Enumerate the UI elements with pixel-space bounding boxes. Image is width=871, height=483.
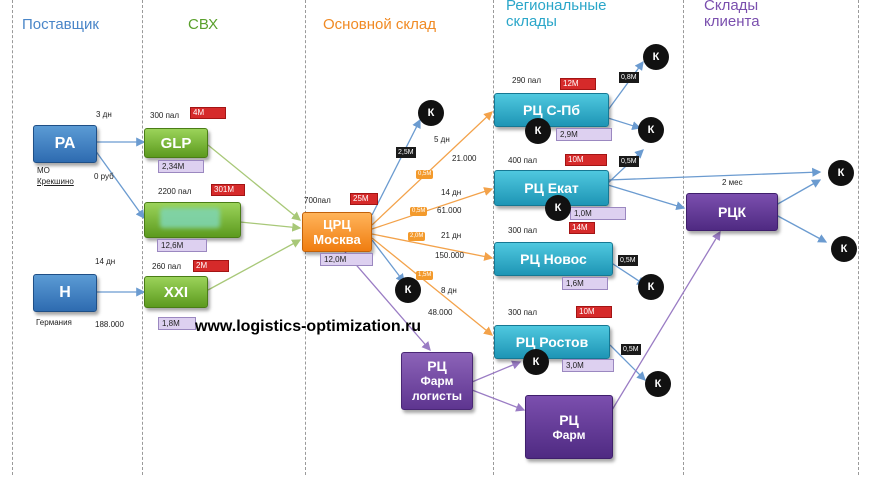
glp-node: GLP	[144, 128, 208, 158]
ra-cost-label: 0 руб	[94, 172, 114, 181]
header-client-warehouses: Склады клиента	[704, 0, 760, 30]
crc-name-line: ЦРЦ	[323, 217, 351, 232]
route-cost-badge: 0,5М	[416, 170, 434, 179]
ekat-pallets-label: 400 пал	[508, 156, 538, 165]
column-divider	[12, 0, 13, 475]
crc-cost-badge: 25М	[350, 193, 378, 205]
client-k-icon: К	[828, 160, 854, 186]
farm-logistics-line: Фарм	[420, 373, 454, 388]
header-regional-warehouses: Региональные склады	[506, 0, 607, 30]
rostov-outflow-badge: 0,5М	[621, 344, 641, 355]
header-main-warehouse: Основной склад	[323, 16, 437, 33]
crc-moscow-node: ЦРЦ Москва	[302, 212, 372, 252]
ra-days-label: 3 дн	[96, 110, 112, 119]
supplier-n-node: Н	[33, 274, 97, 312]
client-k-icon: К	[638, 274, 664, 300]
ekat-cost-label: 61.000	[437, 206, 462, 215]
crc-city-line: Москва	[313, 232, 361, 247]
novos-days-label: 21 дн	[441, 231, 462, 240]
client-k-icon: К	[645, 371, 671, 397]
n-location-label: Германия	[36, 318, 72, 327]
xxi-volume-badge: 1,8М	[158, 317, 196, 330]
spb-cost-badge: 12М	[560, 78, 596, 90]
spb-volume-badge: 2,9М	[556, 128, 612, 141]
rostov-pallets-label: 300 пал	[508, 308, 538, 317]
farm-logistics-line: РЦ	[427, 357, 447, 374]
spb-days-label: 5 дн	[434, 135, 450, 144]
client-k-icon: К	[418, 100, 444, 126]
client-k-icon: К	[525, 118, 551, 144]
farm-line: Фарм	[552, 428, 586, 442]
rostov-cost-label: 48.000	[428, 308, 453, 317]
client-k-icon: К	[831, 236, 857, 262]
rostov-cost-badge: 10М	[576, 306, 612, 318]
route-cost-badge: 2,0М	[408, 232, 426, 241]
spb-pallets-label: 290 пал	[512, 76, 542, 85]
novos-volume-badge: 1,6М	[562, 277, 608, 290]
novos-pallets-label: 300 пал	[508, 226, 538, 235]
n-days-label: 14 дн	[95, 257, 116, 266]
n-cost-label: 188.000	[95, 320, 124, 329]
xxi-pallets-label: 260 пал	[152, 262, 182, 271]
ekat-volume-badge: 1,0М	[570, 207, 626, 220]
farm-logistics-line: логисты	[412, 388, 462, 403]
crc-volume-badge: 12,0М	[320, 253, 373, 266]
crc-outflow-badge: 2,5М	[396, 147, 416, 158]
route-cost-badge: 1,5М	[416, 271, 434, 280]
rc-rostov-node: РЦ Ростов	[494, 325, 610, 359]
ekat-outflow-badge: 0,5М	[619, 156, 639, 167]
ra-location-label: МО	[37, 166, 50, 175]
novos-cost-badge: 14М	[569, 222, 595, 234]
customs-mid-pallets-label: 2200 пал	[158, 187, 192, 196]
rck-days-label: 2 мес	[722, 178, 743, 187]
glp-pallets-label: 300 пал	[150, 111, 180, 120]
ekat-days-label: 14 дн	[441, 188, 462, 197]
client-k-icon: К	[395, 277, 421, 303]
client-k-icon: К	[638, 117, 664, 143]
ra-location-label: Крекшино	[37, 177, 74, 186]
customs-mid-cost-badge: 301М	[211, 184, 245, 196]
website-url: www.logistics-optimization.ru	[195, 318, 422, 335]
header-supplier: Поставщик	[22, 16, 99, 33]
rostov-volume-badge: 3,0М	[562, 359, 614, 372]
ekat-cost-badge: 10М	[565, 154, 607, 166]
rc-farm-logistics-node: РЦ Фарм логисты	[401, 352, 473, 410]
rostov-days-label: 8 дн	[441, 286, 457, 295]
spb-outflow-badge: 0,8М	[619, 72, 639, 83]
glp-cost-badge: 4М	[190, 107, 226, 119]
rck-node: РЦК	[686, 193, 778, 231]
glp-volume-badge: 2,34М	[158, 160, 204, 173]
xxi-cost-badge: 2М	[193, 260, 229, 272]
rc-farm-node: РЦ Фарм	[525, 395, 613, 459]
column-divider	[858, 0, 859, 475]
column-divider	[493, 0, 494, 475]
column-divider	[142, 0, 143, 475]
column-divider	[683, 0, 684, 475]
header-customs-warehouse: СВХ	[188, 16, 219, 33]
novos-outflow-badge: 0,5М	[618, 255, 638, 266]
rc-novos-node: РЦ Новос	[494, 242, 613, 276]
novos-cost-label: 150.000	[435, 251, 464, 260]
client-k-icon: К	[643, 44, 669, 70]
customs-mid-volume-badge: 12,6М	[157, 239, 207, 252]
rc-spb-node: РЦ С-Пб	[494, 93, 609, 127]
farm-line: РЦ	[559, 412, 579, 428]
supplier-ra-node: РА	[33, 125, 97, 163]
blurred-label	[160, 208, 220, 228]
route-cost-badge: 0,5М	[410, 207, 428, 216]
rck-days-text: 2 мес	[722, 178, 743, 187]
client-k-icon: К	[545, 195, 571, 221]
xxi-node: XXI	[144, 276, 208, 308]
client-k-icon: К	[523, 349, 549, 375]
spb-cost-label: 21.000	[452, 154, 477, 163]
crc-pallets-label: 700пал	[304, 196, 331, 205]
